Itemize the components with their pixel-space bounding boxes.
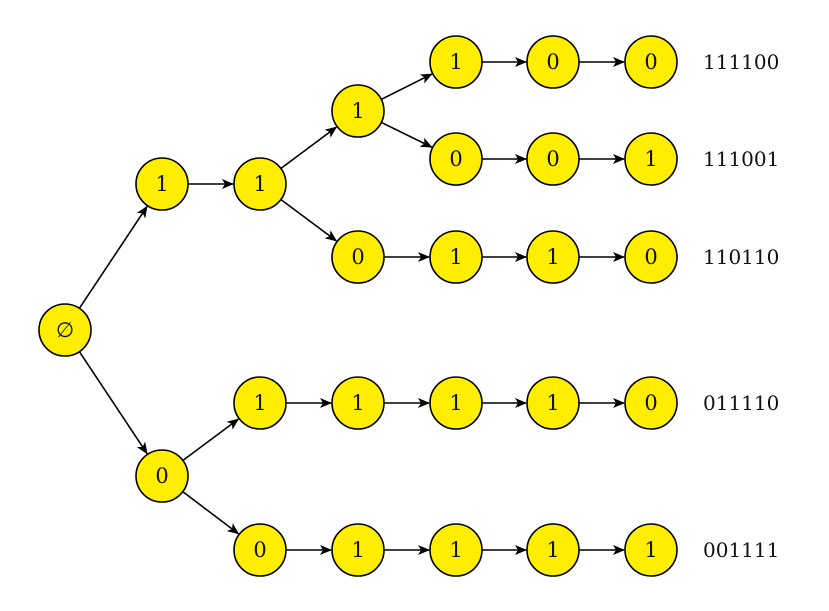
edge-a3-to-a4 [380,73,433,101]
root-node: ∅ [38,303,92,357]
node-c3: 0 [331,230,385,284]
node-circle [233,376,287,430]
node-e3: 1 [331,523,385,577]
node-circle [429,523,483,577]
node-label: 0 [644,391,657,415]
node-circle [429,376,483,430]
node-label: 0 [351,245,364,269]
node-e6: 1 [624,523,678,577]
node-a6: 0 [624,35,678,89]
node-a4: 1 [429,35,483,89]
node-label: 1 [351,391,364,415]
sequence-label-4: 011110 [703,391,779,415]
node-a5: 0 [526,35,580,89]
node-circle [135,157,189,211]
node-circle [526,35,580,89]
node-circle [233,157,287,211]
sequence-labels: 111100 111001 110110 011110 001111 [703,50,779,562]
node-a3: 1 [331,84,385,138]
edge-d1-to-e2 [182,491,240,535]
edge-d1-to-d2 [182,418,240,462]
node-label: 1 [449,391,462,415]
node-circle [38,303,92,357]
node-label: 1 [449,538,462,562]
node-circle [624,230,678,284]
node-e5: 1 [526,523,580,577]
node-d3: 1 [331,376,385,430]
node-circle [331,230,385,284]
node-label: 1 [351,99,364,123]
node-label: 0 [644,50,657,74]
node-circle [135,449,189,503]
nodes: ∅ 1 1 1 1 0 0 0 0 1 0 1 1 0 0 1 1 1 1 0 0 1 1 1 1 [38,35,678,577]
node-label: 1 [449,50,462,74]
edges [78,57,625,555]
node-circle [526,523,580,577]
node-b4: 0 [429,132,483,186]
node-label: 1 [546,538,559,562]
node-a2: 1 [233,157,287,211]
node-label: 1 [644,538,657,562]
node-label: 1 [155,172,168,196]
node-circle [233,523,287,577]
node-label: 1 [253,391,266,415]
node-circle [331,84,385,138]
node-circle [526,376,580,430]
node-a1: 1 [135,157,189,211]
node-label: 1 [546,391,559,415]
node-circle [429,132,483,186]
node-e2: 0 [233,523,287,577]
sequence-label-3: 110110 [703,245,779,269]
node-circle [624,35,678,89]
node-circle [331,376,385,430]
node-label: 0 [155,464,168,488]
sequence-label-5: 001111 [703,538,779,562]
node-circle [624,523,678,577]
node-d1: 0 [135,449,189,503]
node-d5: 1 [526,376,580,430]
node-label: 0 [546,147,559,171]
node-label: 1 [644,147,657,171]
node-c4: 1 [429,230,483,284]
node-label: 1 [351,538,364,562]
edge-root-to-a1 [78,205,148,309]
node-e4: 1 [429,523,483,577]
node-label: 0 [546,50,559,74]
edge-root-to-d1 [78,351,148,455]
node-label: 0 [644,245,657,269]
node-label: 0 [253,538,266,562]
node-c5: 1 [526,230,580,284]
node-label: 0 [449,147,462,171]
node-circle [331,523,385,577]
node-d6: 0 [624,376,678,430]
node-circle [526,230,580,284]
node-d4: 1 [429,376,483,430]
node-label: 1 [253,172,266,196]
node-circle [429,230,483,284]
node-label: ∅ [56,318,74,342]
node-circle [429,35,483,89]
edge-a2-to-c3 [280,198,338,242]
node-c6: 0 [624,230,678,284]
sequence-label-2: 111001 [703,147,779,171]
node-circle [624,132,678,186]
node-circle [624,376,678,430]
node-label: 1 [546,245,559,269]
node-d2: 1 [233,376,287,430]
node-circle [526,132,580,186]
node-b5: 0 [526,132,580,186]
sequence-label-1: 111100 [703,50,779,74]
edge-a3-to-b4 [380,121,433,148]
node-b6: 1 [624,132,678,186]
node-label: 1 [449,245,462,269]
edge-a2-to-a3 [280,126,338,170]
